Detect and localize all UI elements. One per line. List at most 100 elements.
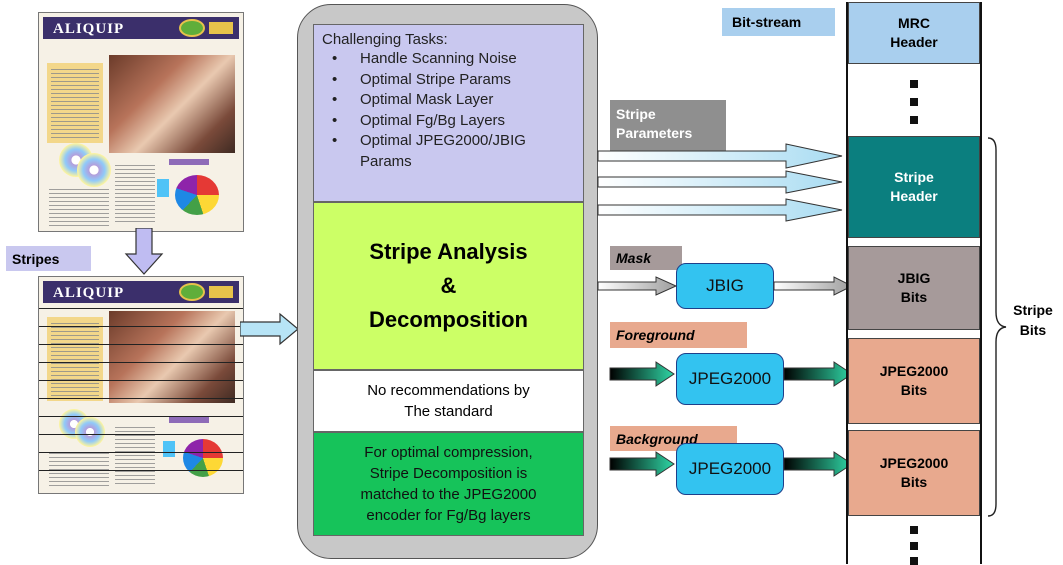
optimal-compression-box: For optimal compression, Stripe Decompos… [313, 432, 584, 536]
document-photo [109, 311, 235, 403]
stripe-divider [39, 416, 243, 417]
document-header-bar: ALIQUIP [43, 17, 239, 39]
analysis-title-line: & [440, 273, 457, 298]
stripe-param-arrow-3 [597, 198, 843, 222]
jpeg2000-fg-encoder: JPEG2000 [676, 353, 784, 405]
analysis-title-line: Decomposition [369, 307, 528, 332]
mrc-header-line: MRC [898, 15, 930, 31]
document-color-swatch [157, 179, 169, 197]
document-title: ALIQUIP [53, 285, 125, 301]
optimal-compression-line: For optimal compression, [364, 444, 533, 461]
optimal-compression-line: encoder for Fg/Bg layers [366, 507, 531, 524]
document-text-column [115, 165, 155, 225]
ellipsis-dot [910, 98, 918, 106]
jpeg2000-bg-encoder: JPEG2000 [676, 443, 784, 495]
task-item: Handle Scanning Noise [332, 49, 575, 70]
bitstream-column: MRC Header Stripe Header JBIG Bits JPEG2… [846, 2, 982, 565]
jpeg2000-fg-bits-line: Bits [900, 382, 928, 398]
stripe-divider [39, 452, 243, 453]
arrow-down-icon [124, 228, 164, 275]
cd-image-icon [75, 417, 105, 447]
stripe-parameters-line: Parameters [616, 125, 693, 141]
document-title: ALIQUIP [53, 21, 125, 37]
document-photo [109, 55, 235, 153]
jbig-bits-line: JBIG [897, 270, 931, 286]
tasks-list: Handle Scanning Noise Optimal Stripe Par… [322, 49, 575, 172]
stripe-analysis-box: Stripe Analysis & Decomposition [313, 202, 584, 370]
stripe-divider [39, 326, 243, 327]
stripe-divider [39, 380, 243, 381]
stripe-header-line: Header [890, 188, 938, 204]
logo-icon [179, 19, 205, 37]
analysis-title-line: Stripe Analysis [369, 239, 528, 264]
document-color-swatch [163, 441, 175, 457]
arrow-layer [597, 143, 854, 477]
jbig-bits-block: JBIG Bits [848, 246, 980, 330]
jbig-to-bits-arrow [773, 276, 854, 296]
pie-chart-icon [175, 175, 219, 215]
fg-encoder-to-bits-arrow [783, 361, 853, 387]
stripe-bits-line: Bits [1019, 322, 1047, 338]
ellipsis-dot [910, 542, 918, 550]
no-recommendations-line: No recommendations by [367, 382, 530, 399]
document-text-column [49, 189, 109, 227]
task-item: Optimal Stripe Params [332, 70, 575, 91]
cd-image-icon [77, 153, 111, 187]
no-recommendations-box: No recommendations by The standard [313, 370, 584, 432]
mrc-header-line: Header [890, 34, 938, 50]
stripe-parameters-line: Stripe [616, 106, 656, 122]
pie-chart-icon [183, 439, 223, 477]
stripe-divider [39, 470, 243, 471]
curly-brace-icon [987, 137, 1007, 517]
optimal-compression-line: Stripe Decomposition is [369, 465, 528, 482]
stripe-divider [39, 398, 243, 399]
stripe-divider [39, 344, 243, 345]
jbig-bits-line: Bits [900, 289, 928, 305]
document-text-column [51, 323, 99, 397]
stripes-label: Stripes [6, 246, 91, 271]
mask-to-jbig-arrow [597, 276, 678, 296]
stripe-header-block: Stripe Header [848, 136, 980, 238]
logo-badge [209, 22, 233, 34]
jpeg2000-fg-bits-block: JPEG2000 Bits [848, 338, 980, 424]
source-document: ALIQUIP [38, 12, 244, 232]
jpeg2000-bg-bits-block: JPEG2000 Bits [848, 430, 980, 516]
mrc-header-block: MRC Header [848, 2, 980, 64]
striped-document: ALIQUIP [38, 276, 244, 494]
arrow-right-icon [240, 312, 299, 346]
jpeg2000-bg-bits-line: Bits [900, 474, 928, 490]
fg-to-encoder-arrow [609, 361, 675, 387]
ellipsis-dot [910, 557, 918, 565]
document-text-column [49, 453, 109, 489]
task-item: Optimal Fg/Bg Layers [332, 111, 575, 132]
stripe-bits-line: Stripe [1013, 302, 1053, 318]
document-header-bar: ALIQUIP [43, 281, 239, 303]
stripe-bits-label: Stripe Bits [1004, 300, 1062, 340]
document-text-column [51, 69, 99, 139]
foreground-label: Foreground [610, 322, 747, 348]
ellipsis-dot [910, 80, 918, 88]
stripe-parameters-label: Stripe Parameters [610, 100, 726, 152]
bg-encoder-to-bits-arrow [783, 451, 853, 477]
logo-icon [179, 283, 205, 301]
mask-label: Mask [610, 246, 682, 270]
challenging-tasks-box: Challenging Tasks: Handle Scanning Noise… [313, 24, 584, 202]
ellipsis-dot [910, 116, 918, 124]
stripe-divider [39, 362, 243, 363]
task-item: Optimal JPEG2000/JBIG Params [332, 131, 575, 172]
no-recommendations-line: The standard [404, 403, 493, 420]
logo-badge [209, 286, 233, 298]
bitstream-label: Bit-stream [722, 8, 835, 36]
document-text-column [115, 427, 155, 487]
document-heading-bar [169, 417, 209, 423]
stripe-header-line: Stripe [894, 169, 934, 185]
stripe-divider [39, 308, 243, 309]
jpeg2000-fg-bits-line: JPEG2000 [879, 363, 949, 379]
task-item: Optimal Mask Layer [332, 90, 575, 111]
stripe-param-arrow-1 [597, 143, 843, 169]
stripe-param-arrow-2 [597, 170, 843, 194]
jpeg2000-bg-bits-line: JPEG2000 [879, 455, 949, 471]
tasks-heading: Challenging Tasks: [322, 31, 448, 48]
bg-to-encoder-arrow [609, 451, 675, 477]
document-heading-bar [169, 159, 209, 165]
